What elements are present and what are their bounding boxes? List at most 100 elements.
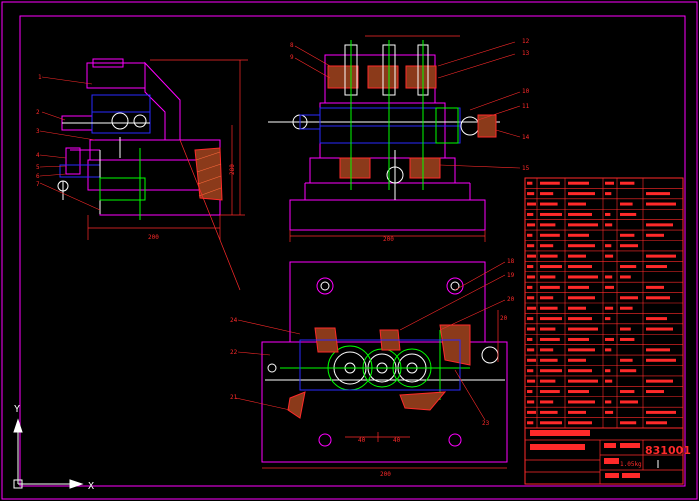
parts-list-cell [527,379,536,383]
balloon-3: 3 [36,128,40,135]
balloon-2: 2 [36,109,40,116]
parts-list-cell [540,233,560,237]
parts-list-cell [646,254,676,258]
parts-list-cell [568,285,589,289]
parts-list-cell [540,181,560,185]
parts-list-cell [646,358,676,362]
parts-list-cell [605,192,612,196]
parts-list-cell [540,379,556,383]
parts-list-cell [620,202,633,206]
balloon-14: 14 [522,134,530,141]
parts-list-cell [620,358,633,362]
parts-list-cell [540,192,554,196]
balloon-5: 5 [36,164,40,171]
parts-list-cell [527,400,535,404]
plan-dim-side: 20 [500,315,508,322]
parts-list-cell [527,244,535,248]
parts-list-cell [646,327,673,331]
parts-list-cell [568,254,586,258]
parts-list-cell [527,327,536,331]
parts-list-cell [620,296,638,300]
parts-list-cell [527,369,534,373]
balloon-15: 15 [522,165,530,172]
front-view: 200 8 9 10 11 12 13 14 15 [268,35,530,243]
parts-list-cell [527,275,536,279]
parts-list-cell [620,390,635,394]
plan-hatch [287,324,471,419]
parts-list-cell [540,244,554,248]
parts-list-cell [646,192,670,196]
parts-list-cell [568,410,586,414]
parts-list-cell [646,285,664,289]
parts-list-cell [568,358,586,362]
parts-list-cell [527,192,535,196]
parts-list-cell [646,317,667,321]
balloon-24: 24 [230,317,238,324]
parts-list-cell [605,244,612,248]
parts-list-cell [568,379,598,383]
parts-list-cell [527,410,536,414]
balloon-6: 6 [36,173,40,180]
parts-list-cell [540,369,562,373]
ucs-icon [13,418,84,489]
parts-list-cell [646,410,676,414]
ucs-y-label: Y [14,404,20,415]
parts-list-cell [527,421,534,425]
parts-list-cell [540,337,560,341]
parts-list-cell [620,212,637,216]
plan-dim-a: 40 [358,437,366,444]
parts-list-cell [605,306,614,310]
parts-list-cell [605,317,611,321]
parts-list-cell [568,369,592,373]
parts-list-cell [540,400,554,404]
parts-list-cell [568,212,592,216]
parts-list-cell [646,265,667,269]
parts-list-cell [527,390,533,394]
parts-list-cell [540,296,554,300]
parts-list-cell [527,223,536,227]
balloon-7: 7 [36,181,40,188]
parts-list-cell [646,296,670,300]
parts-list-cell [568,390,589,394]
parts-list-cell [527,254,536,258]
parts-list-cell [646,379,673,383]
balloon-12: 12 [522,38,530,45]
parts-list-cell [605,254,614,258]
parts-list-table [524,177,684,429]
parts-list-cell [527,358,536,362]
drawing-weight: 1.05kg [620,461,642,468]
parts-list-cell [605,212,611,216]
balloon-23: 23 [482,420,490,427]
parts-list-cell [568,265,592,269]
balloon-20: 20 [507,296,515,303]
parts-list-cell [646,421,667,425]
plan-view: 40 40 200 20 18 19 20 21 22 23 24 [230,258,515,478]
side-dim-width: 200 [148,234,159,241]
parts-list-cell [540,212,562,216]
parts-list-cell [540,275,556,279]
parts-list-cell [620,265,637,269]
drawing-number: 831001 [645,444,691,457]
parts-list-cell [646,390,664,394]
parts-list-cell [527,212,534,216]
parts-list-cell [620,369,637,373]
parts-list-cell [605,285,614,289]
parts-list-cell [568,233,589,237]
parts-list-cell [620,400,638,404]
parts-list-cell [527,202,536,206]
balloon-18: 18 [507,258,515,265]
parts-list-cell [605,223,613,227]
title-block: 831001 1.05kg [524,427,691,485]
parts-list-cell [568,306,586,310]
parts-list-cell [527,306,536,310]
parts-list-cell [540,265,562,269]
parts-list-cell [568,223,598,227]
front-dim-width: 200 [383,236,394,243]
parts-list-cell [605,337,614,341]
parts-list-cell [568,337,589,341]
parts-list-cell [646,348,670,352]
parts-list-cell [620,233,635,237]
parts-list-cell [620,244,638,248]
